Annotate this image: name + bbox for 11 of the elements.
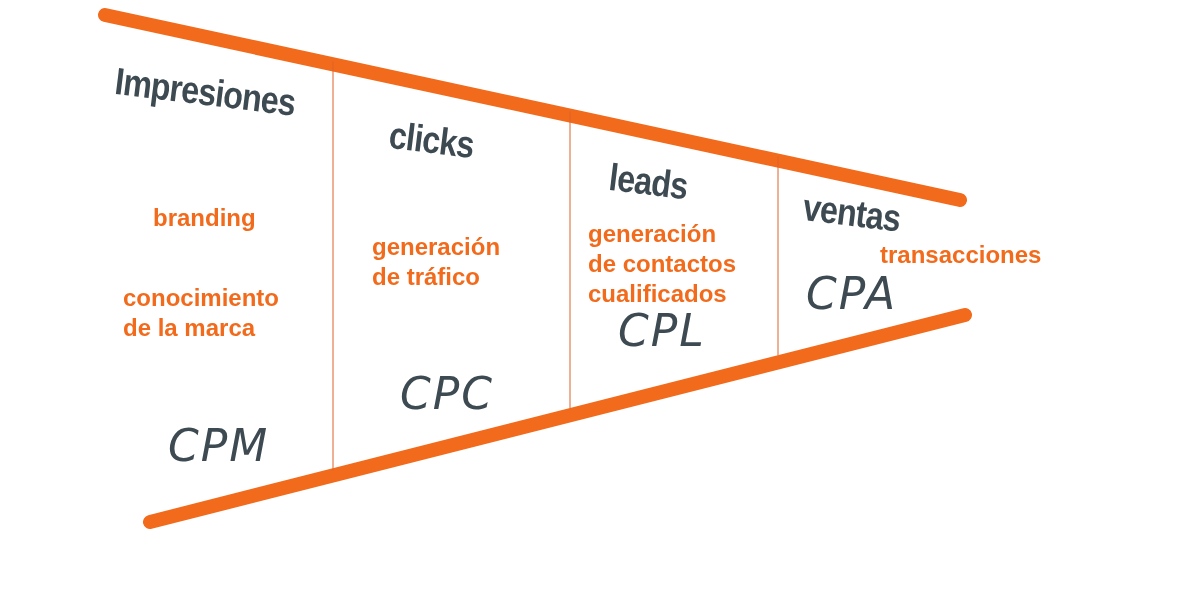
stage-heading: leads [606, 156, 690, 209]
metric-label: CPC [400, 368, 494, 419]
metric-label: CPA [806, 268, 898, 319]
metric-label: CPM [168, 420, 270, 471]
stage-heading: Impresiones [112, 60, 298, 125]
stage-description: conocimiento de la marca [123, 283, 280, 343]
stage-description: generación de tráfico [372, 232, 502, 292]
stage-description: transacciones [880, 240, 1042, 270]
stage-heading: clicks [386, 114, 477, 167]
stage-heading: ventas [800, 186, 903, 241]
stage-description: branding [153, 203, 256, 233]
